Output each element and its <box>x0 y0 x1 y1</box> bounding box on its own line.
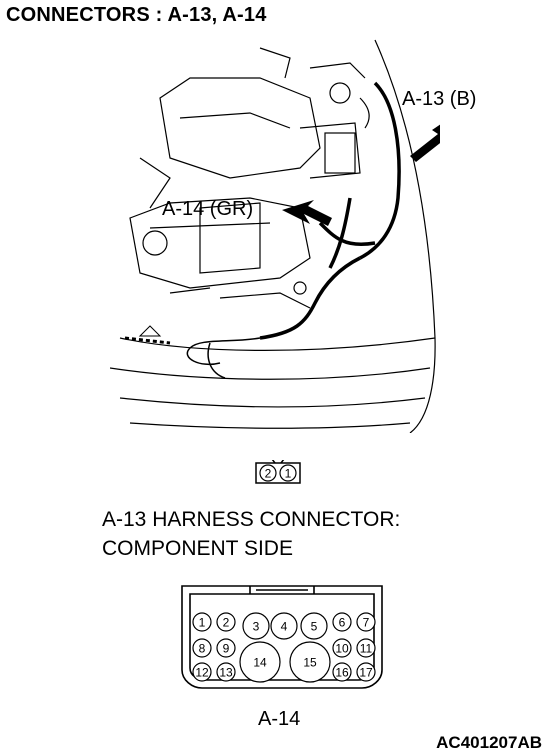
callout-a14: A-14 (GR) <box>162 198 254 220</box>
a14-pin-cavity <box>356 638 376 658</box>
a14-pin-number: 15 <box>303 656 317 670</box>
a14-pin-number: 2 <box>223 616 230 630</box>
a14-pin-number: 6 <box>339 616 346 630</box>
a14-pin-number: 13 <box>219 666 233 680</box>
callout-a13: A-13 (B) <box>402 88 477 110</box>
a14-pin-cavity <box>216 638 236 658</box>
a14-pin-cavity <box>300 612 328 640</box>
a14-pin-cavity <box>192 612 212 632</box>
a14-pin-number: 1 <box>199 616 206 630</box>
page-title: CONNECTORS : A-13, A-14 <box>6 4 267 26</box>
a14-pin-number: 16 <box>335 666 349 680</box>
a13-pin: 2 <box>265 467 272 481</box>
a14-pin-number: 12 <box>195 666 209 680</box>
a14-pin-cavity <box>332 612 352 632</box>
a14-pin-number: 14 <box>253 656 267 670</box>
a14-pin-number: 9 <box>223 642 230 656</box>
a14-pin-number: 7 <box>363 616 370 630</box>
a13-description-line2: COMPONENT SIDE <box>102 537 293 560</box>
figure-code: AC401207AB <box>436 733 542 752</box>
a14-label: A-14 <box>258 708 301 730</box>
a14-pin-cavity <box>332 638 352 658</box>
a13-connector: 2 1 <box>255 460 301 484</box>
a14-pin-cavity <box>216 612 236 632</box>
a14-pin-cavity <box>192 662 212 682</box>
a14-pin-cavity <box>239 641 281 683</box>
a14-pin-cavity <box>332 662 352 682</box>
a14-pin-cavity <box>216 662 236 682</box>
a14-pin-number: 5 <box>311 620 318 634</box>
a13-pin: 1 <box>285 467 292 481</box>
a14-pin-cavity <box>289 641 331 683</box>
a14-pin-number: 17 <box>359 666 373 680</box>
a14-pin-cavity <box>356 612 376 632</box>
a13-description: A-13 HARNESS CONNECTOR: COMPONENT SIDE <box>102 505 400 563</box>
a14-pin-cavity <box>356 662 376 682</box>
a14-pin-number: 4 <box>281 620 288 634</box>
a14-pin-number: 11 <box>360 642 373 656</box>
a14-pin-cavity <box>270 612 298 640</box>
a14-pin-number: 3 <box>253 620 260 634</box>
engine-bay-illustration <box>110 39 440 433</box>
a14-pin-number: 8 <box>199 642 206 656</box>
a14-pin-cavity <box>192 638 212 658</box>
a14-pin-cavity <box>242 612 270 640</box>
a13-description-line1: A-13 HARNESS CONNECTOR: <box>102 508 401 531</box>
a14-pin-number: 10 <box>335 642 349 656</box>
